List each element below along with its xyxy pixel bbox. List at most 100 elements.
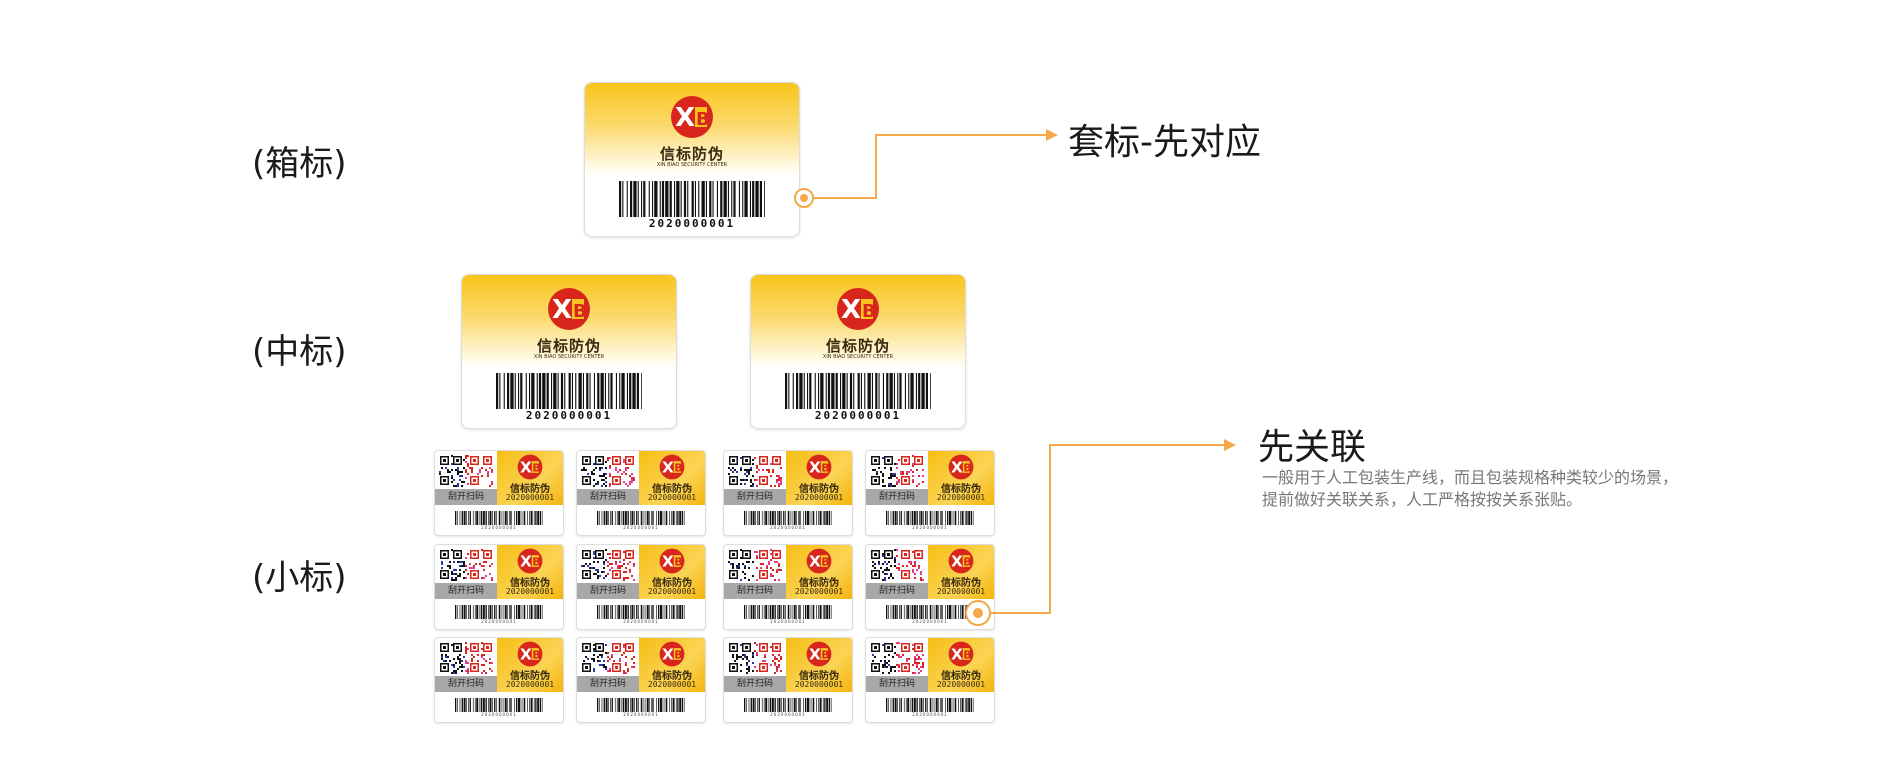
barcode (744, 605, 832, 619)
svg-text:X: X (675, 103, 695, 133)
qr-code-icon (870, 642, 924, 674)
brand-name: 信标防伪 (510, 578, 550, 589)
scratch-area: 刮开扫码 (866, 489, 928, 505)
brand-name: 信标防伪 (799, 578, 839, 589)
top-connector (794, 129, 1058, 208)
callout-bottom-title: 先关联 (1258, 427, 1367, 468)
small-serial: 2020000001 (936, 587, 986, 596)
xb-logo-icon: X B (671, 96, 713, 138)
barcode (496, 373, 642, 409)
scratch-area: 刮开扫码 (724, 489, 786, 505)
svg-text:X: X (662, 458, 674, 476)
small-serial: 2020000001 (505, 587, 555, 596)
brand-name: 信标防伪 (941, 578, 981, 589)
svg-text:B: B (674, 462, 682, 475)
svg-text:X: X (951, 645, 963, 663)
brand-subtitle: XIN BIAO SECURITY CENTER (822, 354, 894, 360)
scratch-area: 刮开扫码 (866, 583, 928, 599)
qr-code-icon (439, 642, 493, 674)
small-serial: 2020000001 (647, 493, 697, 502)
middle-label-card: X B 信标防伪 XIN BIAO SECURITY CENTER 202000… (750, 274, 966, 429)
row-label-small: (小标) (252, 558, 347, 598)
svg-text:X: X (951, 552, 963, 570)
svg-text:X: X (841, 295, 861, 325)
barcode (597, 605, 685, 619)
barcode (619, 181, 765, 217)
small-serial: 2020000001 (936, 680, 986, 689)
qr-code-icon (439, 455, 493, 487)
barcode (886, 511, 974, 525)
brand-name: 信标防伪 (799, 671, 839, 682)
brand-name: 信标防伪 (659, 145, 724, 163)
carton-label-card: X B 信标防伪 XIN BIAO SECURITY CENTER 202000… (584, 82, 800, 237)
scratch-area: 刮开扫码 (866, 676, 928, 692)
svg-text:B: B (573, 301, 587, 322)
svg-text:X: X (662, 645, 674, 663)
svg-text:B: B (696, 109, 710, 130)
tiny-serial: 2020000001 (481, 712, 517, 717)
svg-text:B: B (963, 462, 971, 475)
small-serial: 2020000001 (794, 587, 844, 596)
qr-code-icon (581, 455, 635, 487)
barcode (597, 511, 685, 525)
barcode (455, 698, 543, 712)
svg-text:X: X (520, 645, 532, 663)
brand-subtitle: XIN BIAO SECURITY CENTER (656, 162, 728, 168)
serial-number: 2020000001 (525, 409, 613, 422)
xb-logo-icon: X B (548, 288, 590, 330)
qr-code-icon (728, 549, 782, 581)
small-serial: 2020000001 (794, 680, 844, 689)
tiny-serial: 2020000001 (912, 525, 948, 530)
svg-text:X: X (662, 552, 674, 570)
description-line-2: 提前做好关联关系，人工严格按按关系张贴。 (1262, 490, 1583, 509)
qr-code-icon (870, 549, 924, 581)
brand-name: 信标防伪 (941, 484, 981, 495)
scratch-area: 刮开扫码 (724, 676, 786, 692)
barcode (455, 605, 543, 619)
svg-text:B: B (821, 462, 829, 475)
svg-text:B: B (963, 556, 971, 569)
scratch-area: 刮开扫码 (724, 583, 786, 599)
barcode (597, 698, 685, 712)
barcode (785, 373, 931, 409)
svg-text:X: X (552, 295, 572, 325)
scratch-area: 刮开扫码 (435, 583, 497, 599)
svg-text:X: X (809, 645, 821, 663)
row-label-middle: (中标) (252, 332, 347, 372)
barcode (886, 698, 974, 712)
svg-text:B: B (821, 556, 829, 569)
svg-text:X: X (809, 552, 821, 570)
barcode (886, 605, 974, 619)
tiny-serial: 2020000001 (770, 712, 806, 717)
barcode (744, 511, 832, 525)
tiny-serial: 2020000001 (912, 619, 948, 624)
brand-name: 信标防伪 (941, 671, 981, 682)
small-serial: 2020000001 (647, 680, 697, 689)
serial-number: 2020000001 (648, 217, 736, 230)
svg-text:B: B (532, 649, 540, 662)
small-serial: 2020000001 (794, 493, 844, 502)
